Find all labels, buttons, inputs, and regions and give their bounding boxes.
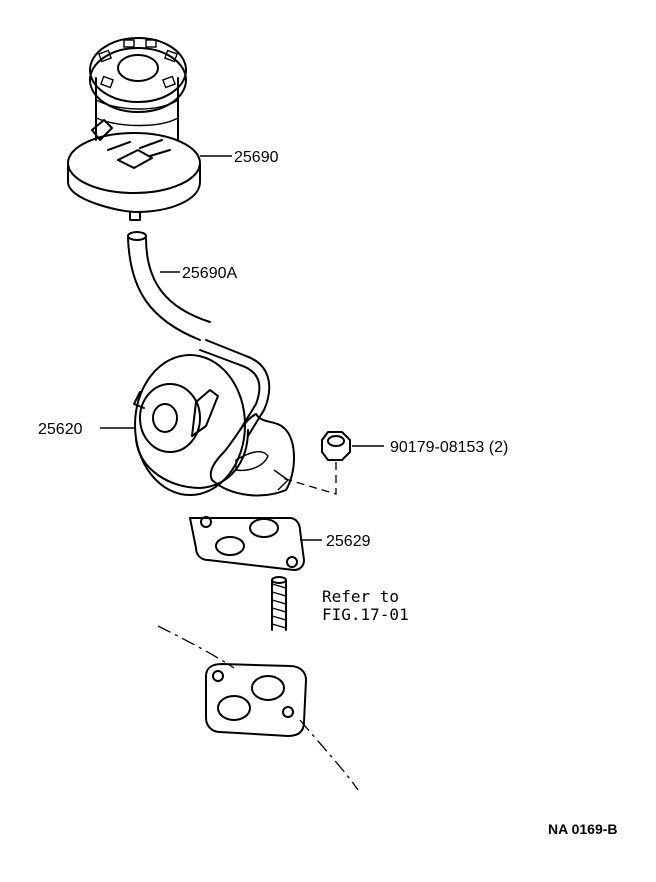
gasket-part [189,516,322,571]
refer-to-label: Refer to [322,587,399,606]
figure-code: NA 0169-B [548,821,618,837]
callout-90179-08153: 90179-08153 (2) [390,439,508,456]
vacuum-modulator-part [67,37,232,221]
figure-reference-label: FIG.17-01 [322,605,409,624]
callout-25620: 25620 [38,421,83,438]
callout-25690: 25690 [234,149,279,166]
mounting-flange [157,625,359,791]
vacuum-hose-part [127,231,211,341]
stud-part [271,576,287,631]
callout-25629: 25629 [326,533,371,550]
egr-valve-part [100,339,295,497]
callout-25690a: 25690A [182,265,237,282]
hex-nut-part [281,431,384,495]
